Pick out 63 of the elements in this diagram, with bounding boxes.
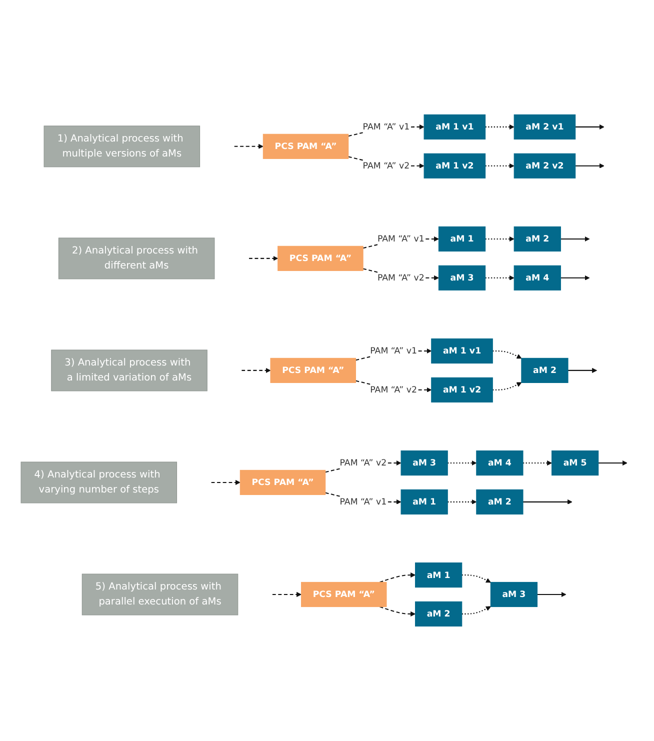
arrow (522, 499, 572, 505)
arrow (492, 382, 522, 390)
arrow (462, 574, 491, 583)
node-box: aM 1 v2 (431, 377, 493, 402)
arrow (575, 124, 604, 130)
node-box: aM 1 v1 (424, 114, 486, 140)
node-box: 2) Analytical process with different aMs (58, 238, 215, 280)
edge-label: PAM “A” v2 (370, 384, 417, 396)
arrow (537, 592, 566, 598)
arrow (560, 236, 590, 242)
arrow (522, 460, 552, 466)
node-box: aM 1 v1 (431, 338, 493, 364)
node-box: aM 1 (400, 489, 448, 515)
edge-label: PAM “A” v2 (340, 458, 387, 468)
edge-label: PAM “A” v2 (377, 272, 424, 283)
node-box: aM 2 v1 (514, 114, 576, 140)
arrow (560, 275, 590, 280)
edge-label: PAM “A” v1 (377, 234, 424, 244)
node-box: PCS PAM “A” (301, 582, 387, 608)
node-box: aM 5 (552, 450, 599, 476)
node-box: 5) Analytical process with parallel execution of aMs (82, 574, 238, 616)
edge-label: PAM “A” v1 (370, 346, 417, 356)
node-box: aM 1 (438, 226, 486, 252)
arrow (380, 606, 416, 617)
arrow (485, 124, 514, 130)
node-box: PCS PAM “A” (278, 246, 364, 272)
node-box: 3) Analytical process with a limited variation of aMs (51, 350, 208, 392)
node-box: aM 2 (415, 601, 462, 627)
arrow (485, 163, 514, 168)
node-box: aM 2 (521, 358, 568, 384)
node-box: aM 1 v2 (424, 153, 486, 178)
node-box: aM 2 (476, 489, 524, 515)
node-box: aM 3 (438, 265, 486, 290)
arrow (242, 368, 271, 374)
arrow (249, 256, 278, 262)
node-box: aM 2 v2 (514, 153, 576, 178)
arrow (598, 460, 628, 466)
arrow (492, 350, 522, 359)
node-box: aM 2 (514, 226, 561, 252)
arrow (462, 606, 491, 615)
node-box: aM 4 (476, 450, 524, 476)
node-box: aM 3 (400, 450, 448, 476)
arrow (485, 236, 514, 242)
arrow (380, 572, 416, 583)
arrow (234, 144, 264, 149)
edge-label: PAM “A” v1 (340, 496, 387, 508)
node-box: aM 3 (490, 582, 538, 608)
node-box: 4) Analytical process with varying number of steps (20, 462, 178, 504)
arrow (568, 368, 598, 374)
edge-label: PAM “A” v2 (362, 160, 410, 171)
node-box: PCS PAM “A” (240, 470, 326, 496)
node-box: aM 1 (415, 562, 462, 588)
arrow (448, 460, 477, 466)
edge-label: PAM “A” v1 (362, 122, 410, 132)
arrow (211, 480, 240, 486)
node-box: aM 4 (514, 265, 561, 290)
arrow (448, 499, 477, 505)
node-box: 1) Analytical process with multiple versions of aMs (44, 126, 200, 168)
arrow (485, 275, 514, 280)
node-box: PCS PAM “A” (270, 358, 356, 384)
node-box: PCS PAM “A” (262, 134, 349, 159)
arrow (272, 592, 302, 598)
arrow (575, 163, 604, 168)
